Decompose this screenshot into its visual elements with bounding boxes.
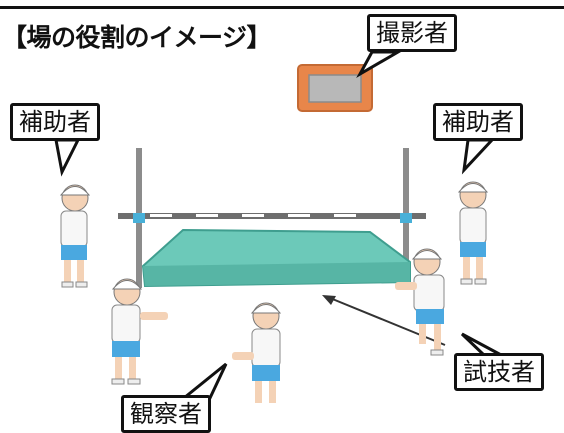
right-clamp [400, 213, 412, 223]
top-rule [0, 6, 564, 9]
jump-apparatus [118, 148, 426, 288]
assistant-left-tail [54, 138, 81, 177]
assistant-left-label: 補助者 [10, 103, 100, 141]
assistant-right-label: 補助者 [433, 103, 523, 141]
performer-figure [395, 248, 445, 356]
assistant-right-tail [461, 138, 496, 175]
crossbar-stripes [150, 214, 356, 217]
assistant-left-figure [59, 184, 91, 288]
callout-tails [54, 50, 504, 400]
photographer-tail [356, 50, 404, 78]
crossbar [118, 213, 426, 219]
left-clamp [133, 213, 145, 223]
photographer-label: 撮影者 [367, 14, 457, 52]
diagram-title: 【場の役割のイメージ】 [2, 23, 272, 52]
assistant-right-figure [457, 181, 489, 285]
performer-label: 試技者 [454, 353, 544, 391]
observer-tail [179, 362, 228, 400]
camera-icon [297, 64, 373, 112]
student-left-figure [111, 278, 168, 385]
observer-figure [232, 302, 282, 403]
observer-label: 観察者 [121, 395, 211, 433]
